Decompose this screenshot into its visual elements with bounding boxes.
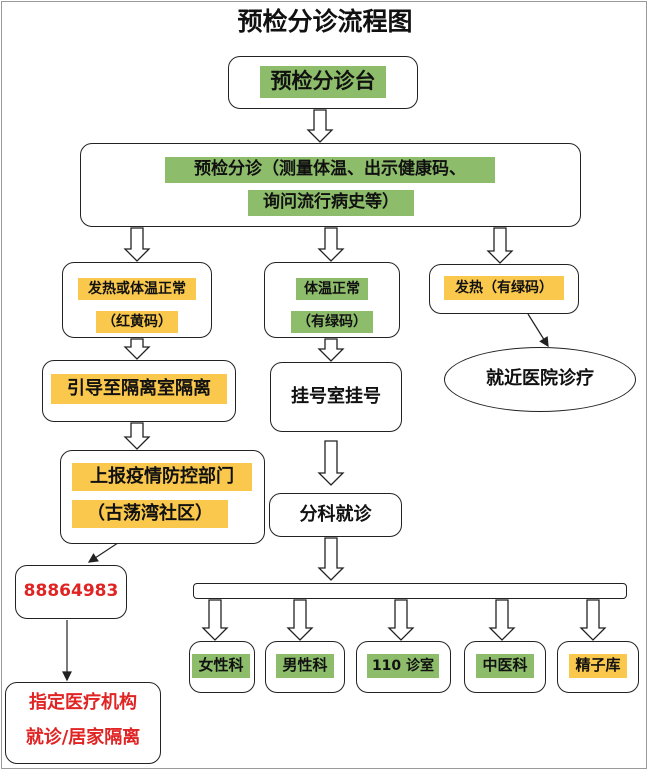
dept-label-3: 110 诊室 bbox=[367, 654, 439, 678]
department-bar bbox=[193, 583, 627, 599]
red-yellow-code-label: （红黄码） bbox=[96, 311, 178, 333]
arrow-registration-to-department bbox=[317, 440, 345, 486]
arrow-triage-to-normal-temp bbox=[317, 227, 345, 262]
triage-line2: 询问流行病史等） bbox=[248, 190, 414, 216]
green-code-label: （有绿码） bbox=[291, 311, 373, 333]
registration-label: 挂号室挂号 bbox=[291, 386, 381, 407]
arrow-triage-to-fever-normal bbox=[123, 227, 151, 262]
arrow-desk-to-triage bbox=[306, 109, 334, 143]
arrow-triage-to-fever-green bbox=[486, 227, 514, 264]
normal-temp-label: 体温正常 bbox=[296, 278, 368, 300]
registration-box bbox=[270, 362, 402, 432]
dept-label-5: 精子库 bbox=[569, 654, 627, 678]
arrow-isolation-to-report bbox=[123, 422, 151, 450]
arrow-normal-temp-to-registration bbox=[317, 338, 345, 362]
dept-label-4: 中医科 bbox=[476, 654, 534, 678]
fever-green-label: 发热（有绿码） bbox=[444, 276, 564, 300]
designated-line1: 指定医疗机构 bbox=[29, 692, 137, 713]
arrow-bar-to-dept-2 bbox=[286, 599, 314, 641]
department-triage-label: 分科就诊 bbox=[299, 504, 372, 525]
triage-line1: 预检分诊（测量体温、出示健康码、 bbox=[165, 157, 495, 183]
nearby-hospital-ellipse bbox=[444, 347, 636, 412]
line-arrows bbox=[62, 313, 549, 682]
dept-label-1: 女性科 bbox=[192, 654, 250, 678]
guide-isolation-label: 引导至隔离室隔离 bbox=[51, 374, 227, 404]
desk-label: 预检分诊台 bbox=[260, 66, 386, 98]
phone-number: 88864983 bbox=[23, 581, 119, 601]
community-label: （古荡湾社区） bbox=[72, 500, 228, 528]
fever-normal-label: 发热或体温正常 bbox=[78, 278, 196, 300]
arrow-bar-to-dept-5 bbox=[579, 599, 607, 641]
arrow-department-to-bar bbox=[317, 537, 345, 581]
arrow-bar-to-dept-3 bbox=[387, 599, 415, 641]
department-triage-box bbox=[269, 493, 402, 537]
arrow-bar-to-dept-4 bbox=[488, 599, 516, 641]
arrow-fever-normal-to-isolation bbox=[123, 338, 151, 360]
report-dept-label: 上报疫情防控部门 bbox=[72, 463, 252, 491]
hollow-arrows bbox=[123, 109, 607, 641]
phone-box bbox=[15, 565, 127, 619]
arrow-bar-to-dept-1 bbox=[201, 599, 229, 641]
designated-box bbox=[5, 682, 161, 764]
nearby-hospital-label: 就近医院诊疗 bbox=[486, 368, 594, 389]
dept-label-2: 男性科 bbox=[276, 654, 334, 678]
diagram-title: 预检分诊流程图 bbox=[237, 7, 413, 36]
arrow-phone-to-designated bbox=[62, 620, 72, 682]
arrow-fever-green-to-hospital bbox=[527, 313, 549, 348]
designated-line2: 就诊/居家隔离 bbox=[25, 727, 141, 748]
